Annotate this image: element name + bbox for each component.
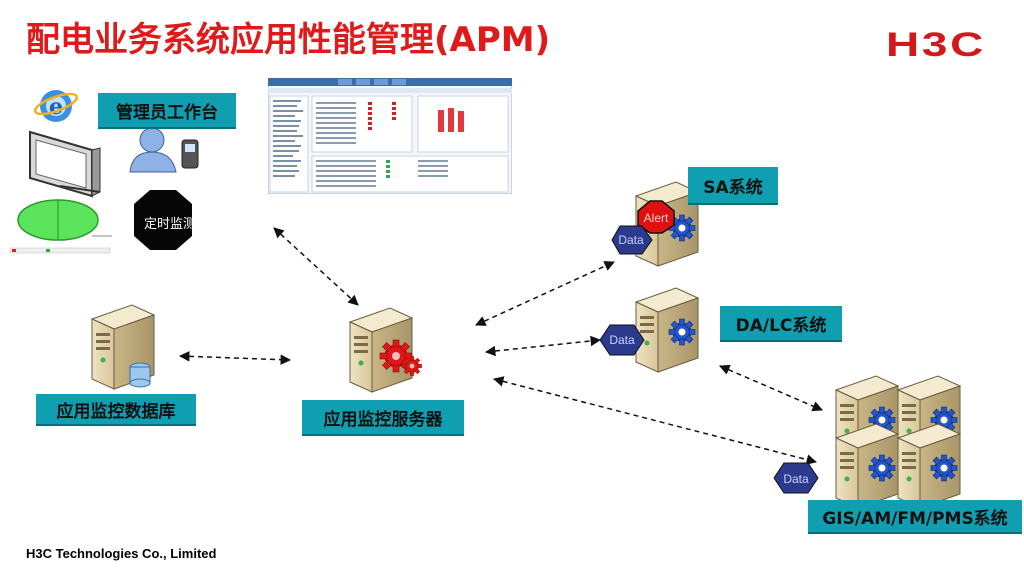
gis-server-cluster-icon: [835, 375, 961, 509]
scheduled-monitoring-icon: [134, 190, 192, 250]
user-phone-icon: [129, 127, 199, 173]
label-admin-workstation: 管理员工作台: [98, 93, 236, 129]
scheduled-monitoring-label: 定时监测: [144, 217, 196, 232]
monitor-icon: [29, 130, 101, 198]
alert-badge-label: Alert: [644, 211, 669, 225]
alert-badge-icon: [637, 200, 675, 234]
h3c-logo: H3C: [886, 26, 986, 64]
page-title: 配电业务系统应用性能管理(APM): [26, 20, 551, 60]
connector-db-to-server: [178, 351, 292, 365]
connector-server-to-dalc: [484, 335, 602, 357]
database-server-icon: [91, 304, 155, 390]
ie-browser-icon: e: [33, 90, 79, 122]
data-badge-gis-label: Data: [783, 472, 809, 486]
connector-dalc-to-gis: [719, 364, 823, 412]
connector-server-to-sa: [475, 261, 615, 326]
monitoring-server-icon: [349, 307, 422, 393]
label-dalc-system: DA/LC系统: [720, 306, 842, 342]
label-gis-system: GIS/AM/FM/PMS系统: [808, 500, 1022, 534]
connector-server-to-gis: [492, 376, 818, 465]
data-badge-dalc-label: Data: [609, 333, 635, 347]
data-badge-sa-icon: [611, 225, 653, 255]
dalc-server-icon: [635, 287, 699, 373]
label-monitoring-database: 应用监控数据库: [36, 394, 196, 426]
connector-admin-to-server: [273, 227, 359, 306]
data-badge-sa-label: Data: [618, 233, 644, 247]
data-badge-dalc-icon: [599, 324, 645, 356]
label-monitoring-server: 应用监控服务器: [302, 400, 464, 436]
footer-company: H3C Technologies Co., Limited: [26, 546, 217, 561]
dashboard-screenshot-thumbnail: [268, 78, 512, 194]
status-gauge-icon: [9, 199, 112, 254]
data-badge-gis-icon: [773, 462, 819, 494]
label-sa-system: SA系统: [688, 167, 778, 205]
